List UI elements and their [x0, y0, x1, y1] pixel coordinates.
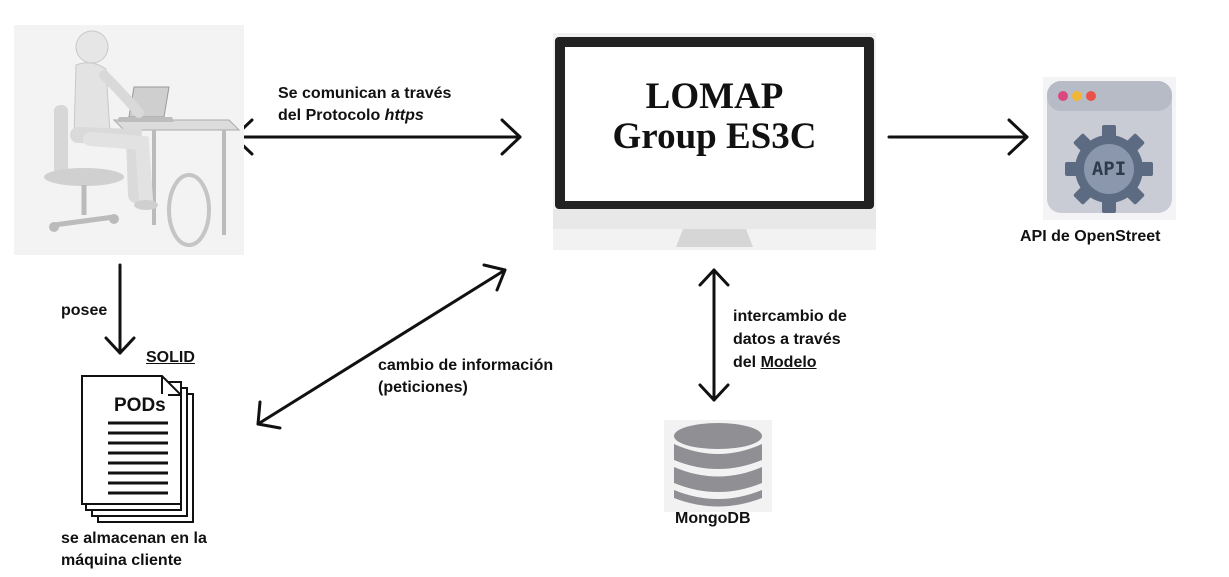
cambio-double-arrow — [256, 263, 507, 430]
user-at-computer-icon — [14, 25, 244, 255]
storage-label: se almacenan en la máquina cliente — [61, 528, 207, 572]
intercambio-prefix: del — [733, 354, 761, 371]
monitor-title-line2: Group ES3C — [612, 116, 817, 157]
api-node: API — [1043, 77, 1176, 220]
storage-label-line1: se almacenan en la — [61, 530, 207, 547]
solid-label: SOLID — [146, 349, 195, 366]
https-protocol-name: https — [384, 107, 424, 124]
mongodb-caption: MongoDB — [675, 510, 751, 527]
intercambio-label-line1: intercambio de — [733, 308, 847, 325]
https-label: Se comunican a través del Protocolo http… — [278, 83, 451, 127]
https-label-prefix: del Protocolo — [278, 107, 385, 124]
https-label-line2: del Protocolo https — [278, 105, 451, 127]
https-label-line1: Se comunican a través — [278, 85, 452, 102]
posee-label: posee — [61, 302, 108, 319]
intercambio-label-line2: datos a través — [733, 331, 841, 348]
api-icon-text: API — [1091, 158, 1127, 180]
intercambio-label: intercambio de datos a través del Modelo — [733, 305, 847, 374]
cambio-label: cambio de información (peticiones) — [378, 355, 553, 399]
api-gear-icon — [1043, 77, 1176, 220]
intercambio-label-line3: del Modelo — [733, 351, 847, 374]
pods-documents-icon — [81, 375, 194, 523]
storage-label-line2: máquina cliente — [61, 552, 182, 569]
lomap-monitor: LOMAP Group ES3C — [553, 33, 876, 250]
database-icon — [664, 420, 772, 512]
posee-arrow — [104, 263, 136, 355]
cambio-label-line1: cambio de información — [378, 357, 554, 374]
pods-label: PODs — [112, 394, 168, 418]
cambio-label-line2: (peticiones) — [378, 379, 468, 396]
monitor-icon — [553, 33, 876, 250]
api-caption: API de OpenStreet — [1020, 228, 1161, 245]
api-arrow — [887, 118, 1029, 156]
monitor-title-line1: LOMAP — [645, 76, 784, 117]
modelo-double-arrow — [698, 268, 730, 402]
modelo-word: Modelo — [760, 354, 817, 371]
